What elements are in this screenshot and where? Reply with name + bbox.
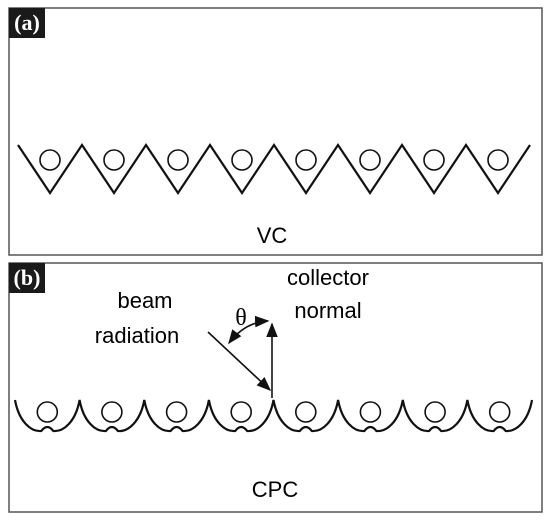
vc-tube [295,149,317,171]
vc-caption: VC [257,223,288,248]
vc-tube [167,149,189,171]
vc-tubes [39,149,509,171]
panel-a: (a) VC [8,7,543,256]
panel-a-frame [8,7,543,256]
angle-arc [228,315,270,345]
cpc-tube [165,401,188,423]
vc-tube [103,149,125,171]
vc-tube [359,149,381,171]
cpc-tube [101,401,123,423]
vc-tube [423,149,445,171]
normal-label-line2: normal [294,298,361,323]
vc-reflector [17,143,531,195]
panel-b: (b) beam radiation collector normal θ CP… [8,262,543,513]
cpc-reflector [13,399,534,433]
cpc-tube [424,401,446,423]
cpc-caption: CPC [252,477,299,502]
beam-label-line2: radiation [95,323,179,348]
cpc-tube [488,401,511,423]
beam-radiation-arrow [207,331,272,391]
panel-b-tag: (b) [14,265,41,290]
panel-b-tag-box [9,263,45,293]
cpc-tube [230,401,252,423]
vc-tube [39,149,61,171]
beam-label-line1: beam [117,288,172,313]
panel-a-tag-box [9,8,45,38]
vc-tube [231,149,253,171]
cpc-tubes [36,401,511,423]
cpc-tube [359,401,382,423]
cpc-tube [36,401,59,423]
panel-b-frame [8,262,543,513]
panel-a-tag: (a) [14,10,40,35]
normal-label-line1: collector [287,265,369,290]
vc-tube [487,149,509,171]
cpc-tube [294,401,317,423]
